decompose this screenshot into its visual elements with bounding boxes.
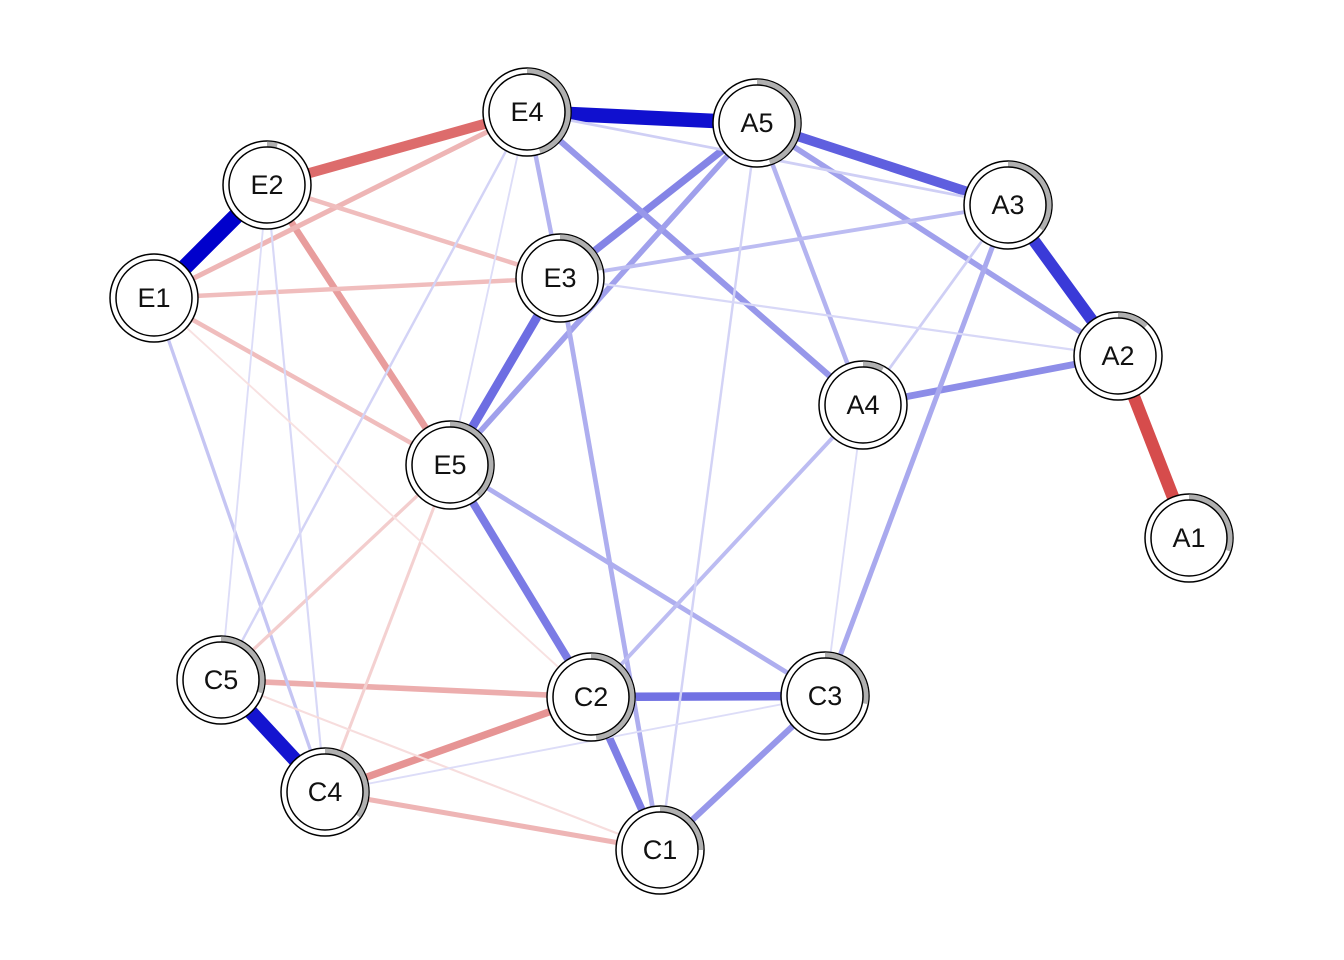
- edge-E1-E5: [152, 296, 452, 467]
- edge-C5-C2: [220, 677, 592, 700]
- edge-C4-C1: [324, 789, 661, 853]
- node-inner-circle: [552, 658, 630, 736]
- node-A5[interactable]: A5: [712, 78, 802, 168]
- node-A1[interactable]: A1: [1144, 493, 1234, 583]
- edge-E4-C5: [219, 111, 529, 681]
- edge-E1-C2: [153, 297, 592, 698]
- node-inner-circle: [411, 426, 489, 504]
- edge-E2-C5: [220, 184, 268, 681]
- edge-A5-A4: [754, 122, 866, 406]
- node-C5[interactable]: C5: [176, 635, 266, 725]
- edge-E5-C4: [323, 464, 452, 793]
- node-inner-circle: [1079, 317, 1157, 395]
- edge-E3-A3: [559, 203, 1009, 280]
- node-inner-circle: [621, 811, 699, 889]
- node-label: E2: [250, 170, 283, 200]
- edge-A5-C1: [658, 122, 759, 851]
- node-A4[interactable]: A4: [818, 360, 908, 450]
- node-pie-arc: [756, 79, 801, 165]
- node-label: E5: [433, 450, 466, 480]
- node-pie-arc: [824, 652, 869, 705]
- edge-C5-C1: [220, 678, 661, 852]
- node-inner-circle: [786, 657, 864, 735]
- edge-E4-A4: [524, 109, 866, 408]
- node-label: C3: [808, 681, 843, 711]
- node-C3[interactable]: C3: [780, 651, 870, 741]
- edge-E2-E3: [266, 182, 561, 281]
- node-pie-arc: [526, 68, 571, 154]
- edge-E5-C2: [446, 462, 595, 700]
- node-pie-arc: [862, 361, 884, 372]
- node-pie-arc: [266, 141, 278, 148]
- node-inner-circle: [1150, 499, 1228, 577]
- node-pie-arc: [590, 653, 635, 741]
- node-C4[interactable]: C4: [280, 747, 370, 837]
- edge-A5-A2: [755, 120, 1120, 359]
- edge-C4-C2: [323, 693, 593, 796]
- node-label: A4: [846, 390, 879, 420]
- node-pie-arc: [559, 234, 603, 271]
- node-E1[interactable]: E1: [109, 253, 199, 343]
- node-label: A1: [1172, 523, 1205, 553]
- node-inner-circle: [488, 73, 566, 151]
- edge-A4-C3: [824, 404, 864, 697]
- node-label: C4: [308, 777, 343, 807]
- node-label: A5: [740, 108, 773, 138]
- node-pie-arc: [659, 806, 704, 851]
- edge-E5-C5: [219, 463, 452, 682]
- node-A2[interactable]: A2: [1073, 311, 1163, 401]
- edge-A3-C3: [822, 204, 1011, 697]
- node-E5[interactable]: E5: [405, 420, 495, 510]
- node-C2[interactable]: C2: [546, 652, 636, 742]
- node-label: E3: [543, 263, 576, 293]
- node-E4[interactable]: E4: [482, 67, 572, 157]
- node-label: C2: [574, 682, 609, 712]
- edge-A4-C2: [589, 403, 865, 699]
- edge-C4-C3: [324, 695, 826, 793]
- node-label: A2: [1101, 341, 1134, 371]
- node-pie-arc: [324, 748, 369, 818]
- node-label: C1: [643, 835, 678, 865]
- node-inner-circle: [718, 84, 796, 162]
- node-label: E4: [510, 97, 543, 127]
- node-inner-circle: [969, 166, 1047, 244]
- node-A3[interactable]: A3: [963, 160, 1053, 250]
- edge-E2-E5: [264, 183, 453, 467]
- edge-E1-E4: [152, 109, 529, 301]
- edge-A2-E3: [559, 276, 1119, 358]
- node-label: E1: [137, 283, 170, 313]
- edge-E1-E3: [153, 275, 561, 301]
- node-E3[interactable]: E3: [515, 233, 605, 323]
- node-inner-circle: [115, 259, 193, 337]
- node-pie-arc: [1007, 161, 1052, 231]
- node-E2[interactable]: E2: [222, 140, 312, 230]
- edge-E4-E5: [449, 111, 528, 466]
- node-inner-circle: [521, 239, 599, 317]
- node-label: A3: [991, 190, 1024, 220]
- edge-E5-C3: [448, 462, 827, 699]
- node-inner-circle: [824, 366, 902, 444]
- edge-E2-E4: [265, 107, 529, 190]
- node-C1[interactable]: C1: [615, 805, 705, 895]
- node-pie-arc: [1188, 494, 1233, 552]
- node-inner-circle: [228, 146, 306, 224]
- node-pie-arc: [220, 636, 265, 694]
- node-inner-circle: [286, 753, 364, 831]
- node-label: C5: [204, 665, 239, 695]
- edge-E2-C4: [265, 184, 327, 793]
- node-inner-circle: [182, 641, 260, 719]
- node-pie-arc: [449, 421, 494, 497]
- node-pie-arc: [1117, 312, 1148, 329]
- edge-A5-E5: [447, 121, 760, 467]
